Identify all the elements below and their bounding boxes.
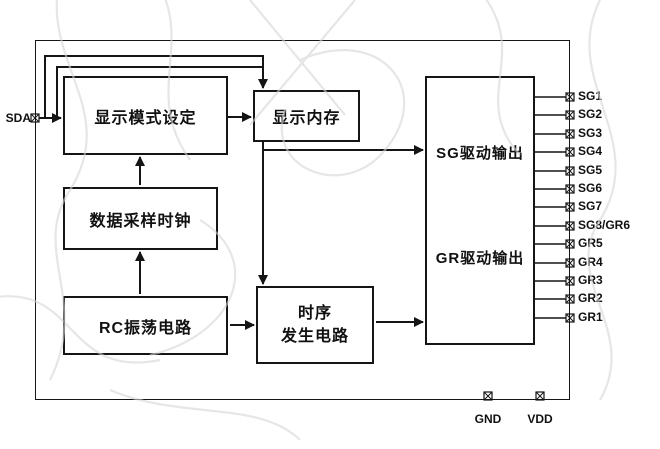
gr-driver-label: GR驱动输出: [435, 250, 525, 267]
block-label: 数据采样时钟: [89, 212, 192, 230]
pin-wires: [535, 96, 566, 319]
pin-label: GR2: [578, 291, 603, 305]
pin-label-vdd: VDD: [527, 412, 553, 426]
pin-label: SG1: [578, 89, 603, 103]
pin-label: SG5: [578, 163, 603, 177]
pin-label: GR4: [578, 255, 603, 269]
sg-driver-label: SG驱动输出: [436, 145, 524, 162]
block-label: 显示模式设定: [94, 109, 197, 127]
block-label: 发生电路: [280, 328, 349, 345]
pin-label: SG7: [578, 199, 603, 213]
pin-label: GR5: [578, 236, 603, 250]
block-label: RC振荡电路: [98, 319, 193, 337]
pin-label: SG4: [578, 144, 603, 158]
pin-label: GR1: [578, 310, 603, 324]
pin-label-gnd: GND: [474, 412, 502, 426]
block-label: 时序: [297, 304, 332, 322]
block-rc-oscillator: RC振荡电路: [63, 296, 228, 355]
block-driver-output: SG驱动输出 GR驱动输出: [425, 76, 535, 345]
block-display-mode-setting: 显示模式设定: [63, 76, 228, 155]
pin-label: SG3: [578, 126, 603, 140]
block-label: 显示内存: [272, 110, 341, 127]
pin-label: SG2: [578, 107, 603, 121]
block-display-memory: 显示内存: [253, 90, 360, 142]
pin-label-sda: SDA: [5, 111, 31, 125]
block-timing-generator: 时序 发生电路: [256, 286, 374, 364]
pin-label: GR3: [578, 273, 603, 287]
pin-label: SG8/GR6: [578, 218, 631, 232]
pin-label: SG6: [578, 181, 603, 195]
block-data-sampling-clock: 数据采样时钟: [63, 187, 218, 250]
